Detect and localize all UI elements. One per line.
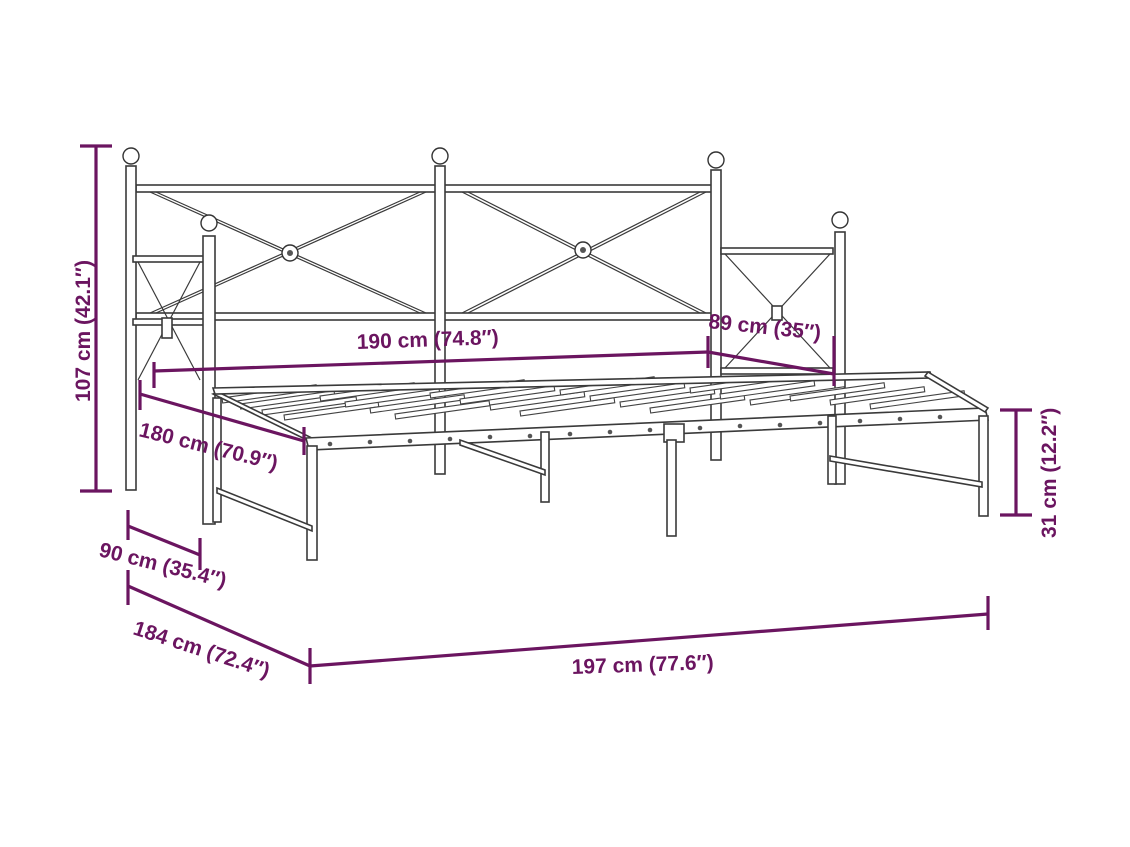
backrest-panel [135,184,717,321]
label-length-197: 197 cm (77.6″) [571,651,714,679]
rail-bolts [327,414,943,447]
label-length-190: 190 cm (74.8″) [356,326,499,354]
right-armrest [720,211,849,485]
bed-legs [212,397,989,561]
label-width-89: 89 cm (35″) [707,310,822,345]
day-bed-illustration [122,147,990,561]
label-leg-height-31: 31 cm (12.2″) [1038,408,1061,538]
dimension-lines [80,144,1032,684]
label-depth-90: 90 cm (35.4″) [97,539,229,593]
back-posts [122,147,725,491]
left-armrest [132,214,218,525]
label-width-184: 184 cm (72.4″) [130,617,272,683]
bed-frame-front [211,370,990,451]
label-height-107: 107 cm (42.1″) [72,260,95,402]
